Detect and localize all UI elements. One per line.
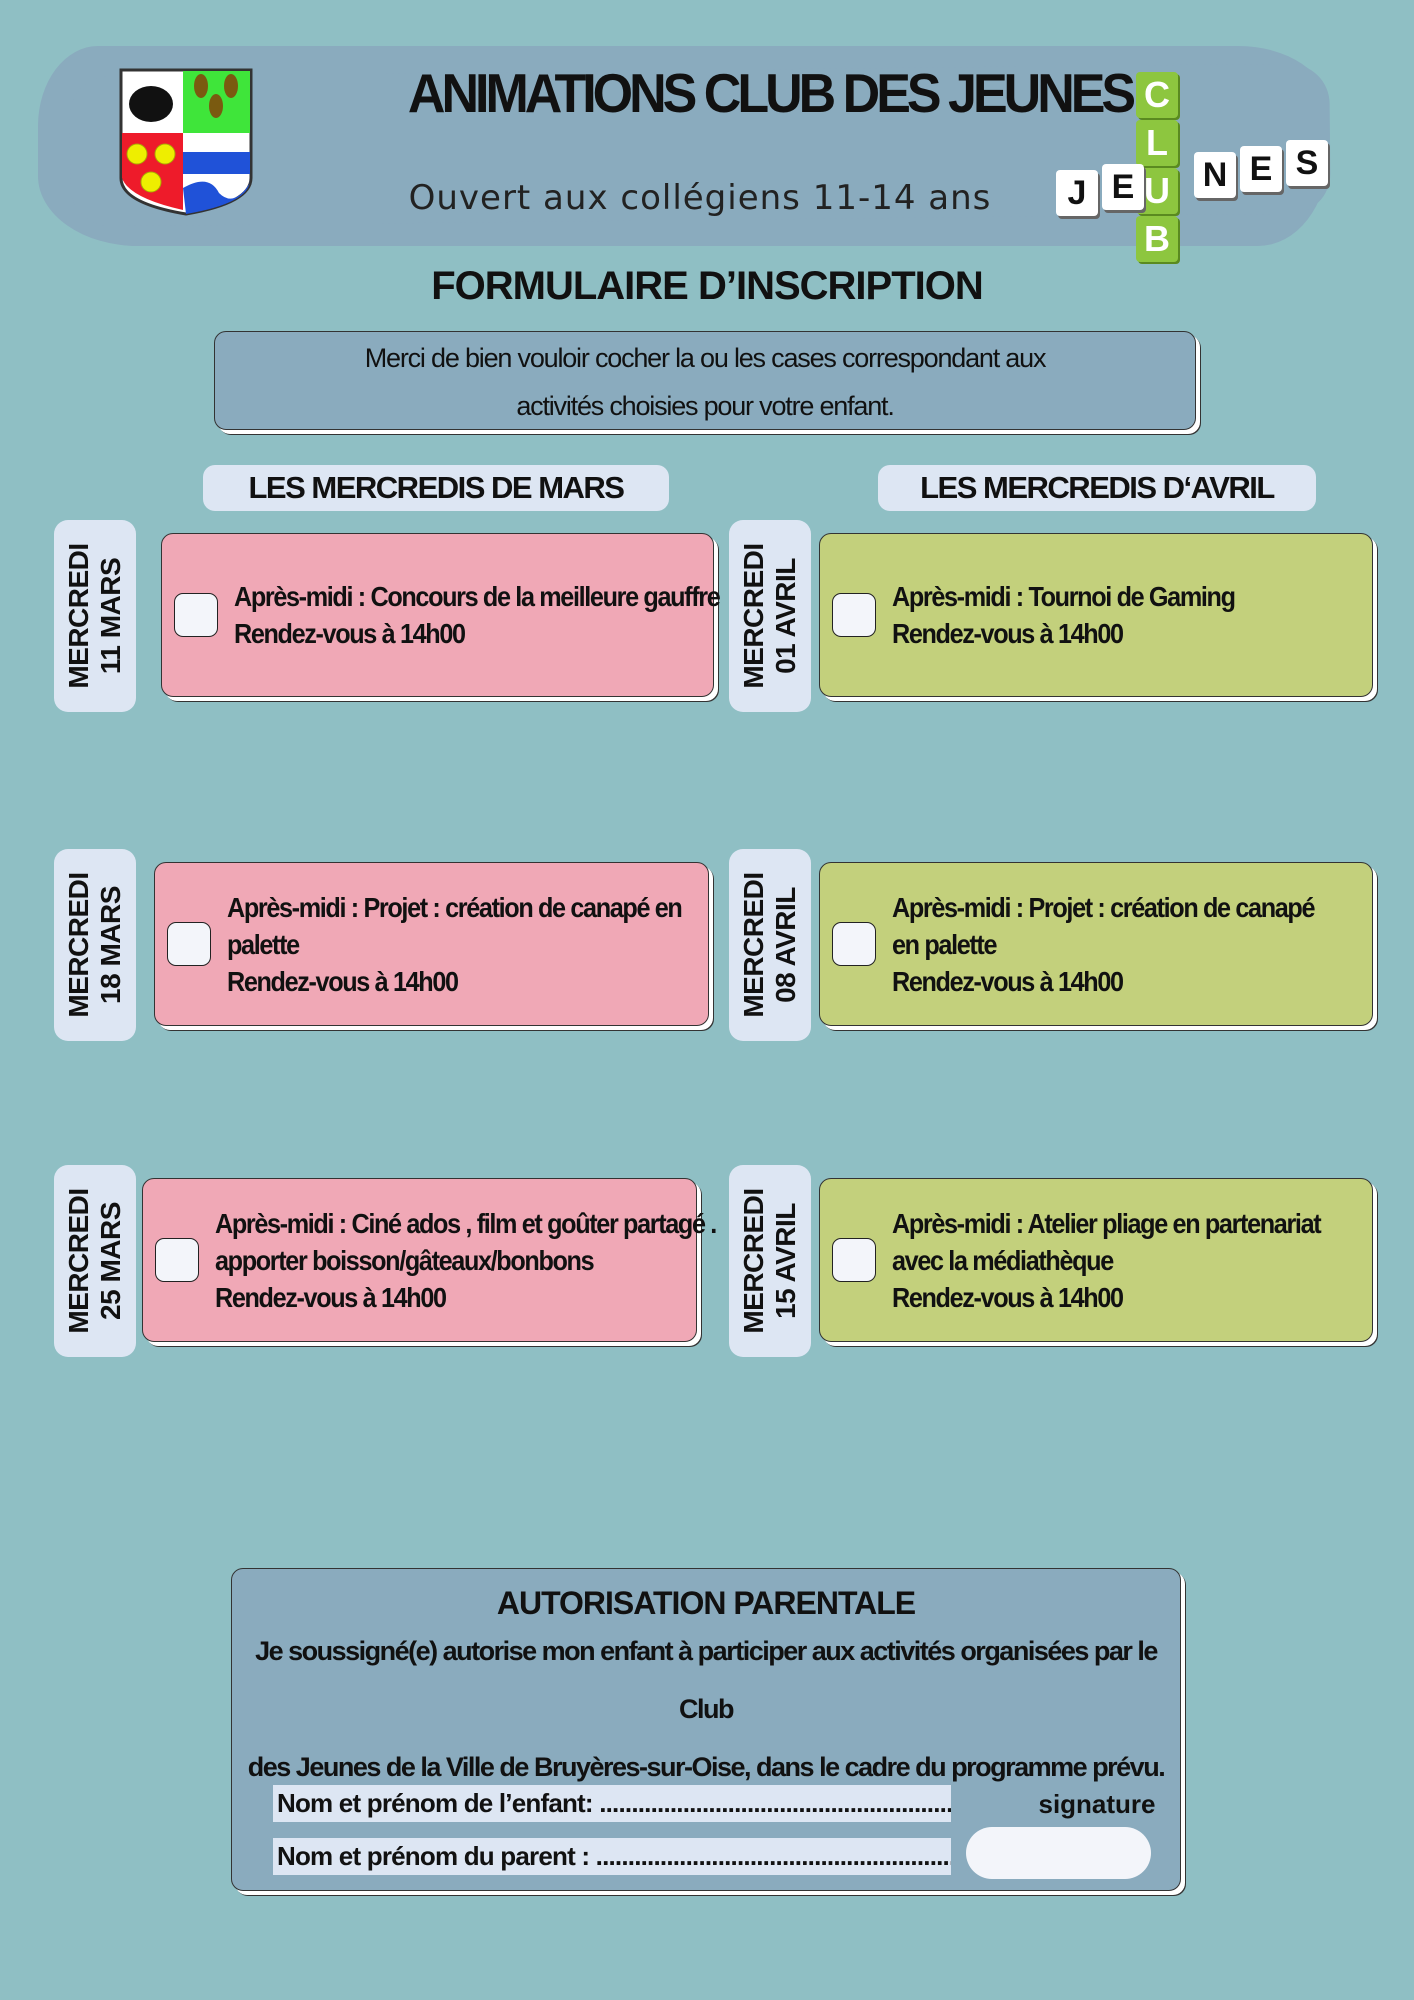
activity-line: avec la médiathèque	[892, 1244, 1114, 1276]
authorization-title: AUTORISATION PARENTALE	[496, 1585, 916, 1621]
activity-checkbox[interactable]	[167, 922, 211, 966]
instructions-box: Merci de bien vouloir cocher la ou les c…	[214, 331, 1196, 430]
instructions-line: Merci de bien vouloir cocher la ou les c…	[364, 343, 1047, 373]
signature-field[interactable]	[966, 1827, 1151, 1879]
activity-description: Après-midi : Projet : création de canapé…	[227, 889, 683, 1000]
date-value: 25 MARS	[95, 1202, 126, 1320]
activity-description: Après-midi : Projet : création de canapé…	[892, 889, 1315, 1000]
activity-line: palette	[227, 928, 300, 960]
activity-description: Après-midi : Concours de la meilleure ga…	[234, 578, 721, 652]
activity-card: Après-midi : Ciné ados , film et goûter …	[142, 1178, 717, 1342]
authorization-text: Je soussigné(e) autorise mon enfant à pa…	[255, 1636, 1158, 1724]
activity-line: Rendez-vous à 14h00	[234, 618, 466, 649]
date-day: MERCREDI	[738, 543, 769, 689]
page-title: FORMULAIRE D’INSCRIPTION	[431, 264, 984, 308]
activity-checkbox[interactable]	[174, 593, 218, 637]
activity-description: Après-midi : Atelier pliage en partenari…	[892, 1205, 1322, 1316]
date-value: 18 MARS	[95, 886, 126, 1004]
logo-tile: C	[1136, 72, 1178, 118]
march-heading: LES MERCREDIS DE MARS	[203, 465, 669, 511]
date-day: MERCREDI	[63, 872, 94, 1018]
date-value: 01 AVRIL	[770, 558, 801, 674]
instructions-line: activités choisies pour votre enfant.	[516, 391, 895, 421]
logo-tile: S	[1286, 140, 1328, 186]
signature-label: signature	[1038, 1789, 1156, 1819]
activity-line: Après-midi : Concours de la meilleure ga…	[234, 581, 721, 612]
activity-line: en palette	[892, 928, 997, 960]
activity-line: Rendez-vous à 14h00	[215, 1281, 447, 1313]
header-subtitle: Ouvert aux collégiens 11-14 ans	[408, 178, 992, 218]
logo-tile: B	[1136, 216, 1178, 262]
activity-line: Rendez-vous à 14h00	[227, 965, 459, 997]
activity-card: Après-midi : Projet : création de canapé…	[154, 862, 709, 1026]
coat-of-arms-logo	[119, 68, 253, 216]
activity-line: Après-midi : Projet : création de canapé…	[227, 891, 683, 923]
date-value: 15 AVRIL	[770, 1203, 801, 1319]
activity-line: Après-midi : Tournoi de Gaming	[892, 581, 1236, 612]
date-day: MERCREDI	[63, 1188, 94, 1334]
date-day: MERCREDI	[738, 872, 769, 1018]
child-name-field[interactable]: Nom et prénom de l’enfant: .............…	[273, 1785, 951, 1822]
activity-line: Après-midi : Atelier pliage en partenari…	[892, 1207, 1322, 1239]
activity-line: Après-midi : Projet : création de canapé	[892, 891, 1315, 923]
april-heading: LES MERCREDIS D‘AVRIL	[878, 465, 1316, 511]
logo-tile: E	[1240, 146, 1282, 192]
parental-authorization-panel: AUTORISATION PARENTALE Je soussigné(e) a…	[231, 1568, 1181, 1891]
activity-line: Après-midi : Ciné ados , film et goûter …	[215, 1207, 717, 1239]
activity-line: Rendez-vous à 14h00	[892, 965, 1124, 997]
activity-checkbox[interactable]	[155, 1238, 199, 1282]
date-day: MERCREDI	[738, 1188, 769, 1334]
activity-line: apporter boisson/gâteaux/bonbons	[215, 1244, 595, 1276]
activity-checkbox[interactable]	[832, 593, 876, 637]
date-value: 11 MARS	[95, 557, 126, 675]
date-value: 08 AVRIL	[770, 887, 801, 1003]
logo-tile: L	[1136, 120, 1178, 166]
logo-tile: E	[1102, 164, 1144, 210]
activity-line: Rendez-vous à 14h00	[892, 1281, 1124, 1313]
logo-tile: N	[1194, 152, 1236, 198]
activity-card: Après-midi : Concours de la meilleure ga…	[161, 533, 721, 697]
parent-name-field[interactable]: Nom et prénom du parent : ..............…	[273, 1838, 951, 1875]
activity-card: Après-midi : Atelier pliage en partenari…	[819, 1178, 1373, 1342]
activity-checkbox[interactable]	[832, 922, 876, 966]
activity-checkbox[interactable]	[832, 1238, 876, 1282]
activity-card: Après-midi : Projet : création de canapé…	[819, 862, 1373, 1026]
activity-line: Rendez-vous à 14h00	[892, 618, 1124, 649]
header-title: ANIMATIONS CLUB DES JEUNES	[407, 63, 1136, 125]
date-day: MERCREDI	[63, 543, 94, 689]
authorization-text: des Jeunes de la Ville de Bruyères-sur-O…	[247, 1752, 1166, 1782]
activity-description: Après-midi : Ciné ados , film et goûter …	[215, 1205, 717, 1316]
logo-tile: J	[1056, 170, 1098, 216]
